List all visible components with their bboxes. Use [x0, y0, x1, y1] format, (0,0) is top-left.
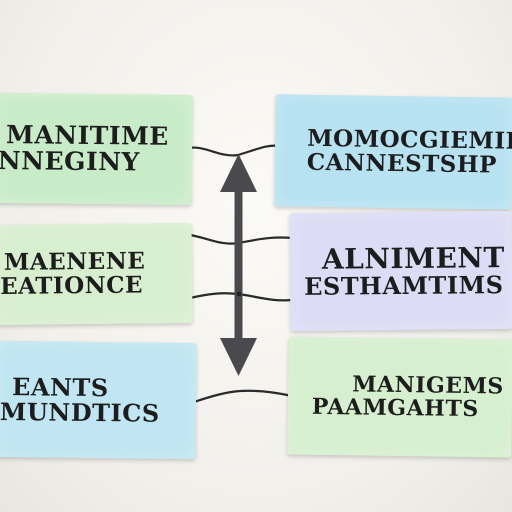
connector-line-top-left	[187, 146, 239, 157]
sticky-note-right-3: MANIGEMS PAAMGAHTS	[287, 336, 512, 458]
connector-line-bottom-left	[193, 389, 241, 404]
connector-line-mid-right-1	[237, 236, 293, 245]
double-arrow-icon	[220, 154, 257, 376]
connector-line-mid-left-2	[189, 292, 239, 300]
connector-line-mid-left-1	[189, 233, 239, 245]
connector-line-mid-right-2	[237, 292, 293, 302]
note-text-line: ESTHAMTIMS	[304, 270, 504, 301]
note-text-line: MUNDTICS	[0, 396, 160, 428]
note-text-line: NNEGINY	[0, 146, 141, 177]
sticky-note-left-1: MANITIME NNEGINY	[0, 92, 193, 206]
sticky-note-left-2: MAENENE EATIONCE	[0, 222, 193, 326]
sticky-note-right-2: ALNIMENT ESTHAMTIMS	[289, 211, 512, 331]
note-text-line: ALNIMENT	[321, 240, 505, 276]
connector-line-top-right	[237, 144, 281, 157]
connector-line-bottom-right	[239, 389, 293, 398]
note-text-line: CANNESTSHP	[306, 148, 498, 179]
note-text-line: EATIONCE	[0, 271, 144, 300]
sticky-note-left-3: EANTS MUNDTICS	[0, 340, 197, 460]
sticky-note-right-1: MOMOCGIEMIK CANNESTSHP	[274, 94, 512, 210]
note-text-line: PAAMGAHTS	[311, 393, 479, 423]
